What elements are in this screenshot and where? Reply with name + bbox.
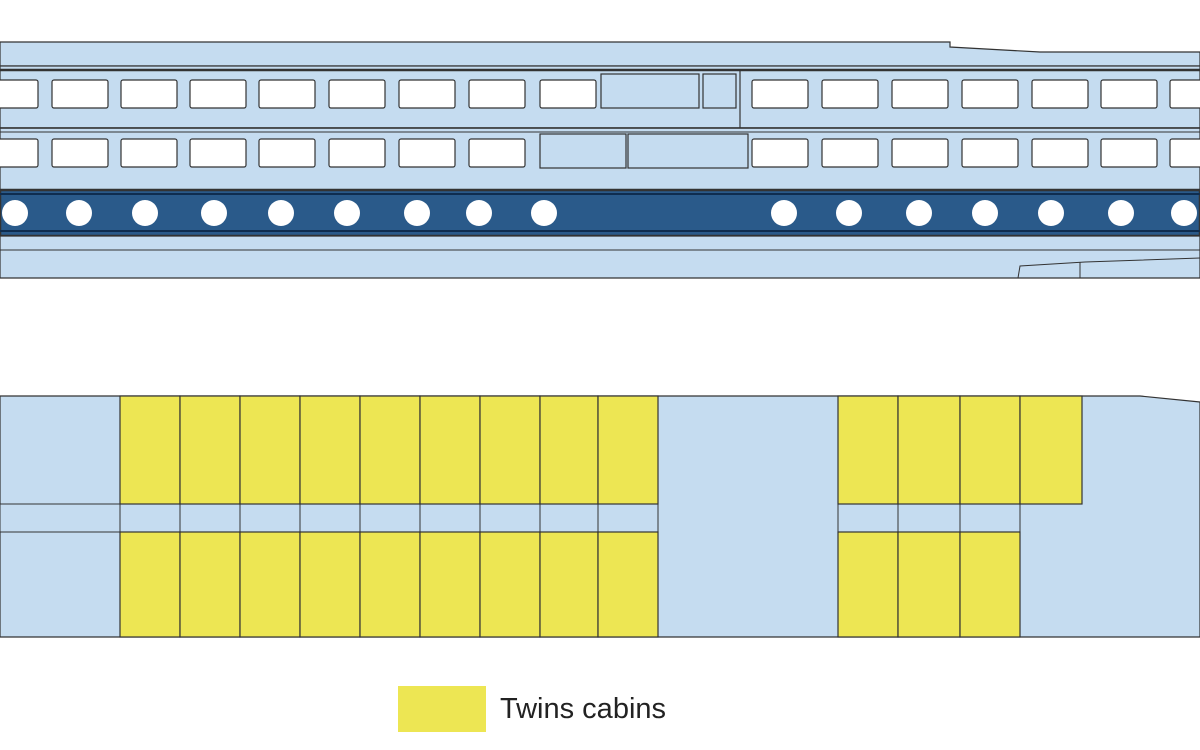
middle-deck-windows — [0, 138, 1200, 168]
upper-panel-left — [600, 73, 700, 109]
middle-window — [0, 138, 39, 168]
middle-window — [51, 138, 109, 168]
cabin-upper-aft — [239, 395, 301, 505]
cabin-upper-aft — [179, 395, 241, 505]
upper-window — [0, 79, 39, 109]
cabin-lower-aft — [179, 531, 241, 638]
legend-swatch-twins — [398, 686, 486, 732]
upper-window — [891, 79, 949, 109]
middle-window — [1031, 138, 1089, 168]
upper-window — [468, 79, 526, 109]
cabin-lower-aft — [299, 531, 361, 638]
upper-deck-windows — [0, 79, 1200, 109]
upper-window — [1100, 79, 1158, 109]
middle-window — [189, 138, 247, 168]
upper-window — [1169, 79, 1200, 109]
corridor-aft — [119, 503, 659, 533]
cabin-upper-aft — [597, 395, 659, 505]
cabin-lower-fwd — [837, 531, 899, 638]
porthole — [268, 200, 294, 226]
porthole — [466, 200, 492, 226]
upper-window — [51, 79, 109, 109]
cabin-upper-aft — [479, 395, 541, 505]
porthole — [201, 200, 227, 226]
upper-deck-panels — [600, 70, 741, 128]
cabin-lower-fwd — [959, 531, 1021, 638]
upper-window — [539, 79, 597, 109]
cabin-lower-aft — [119, 531, 181, 638]
cabin-lower-aft — [479, 531, 541, 638]
porthole — [972, 200, 998, 226]
cabin-upper-aft — [539, 395, 599, 505]
porthole — [404, 200, 430, 226]
upper-panel-right — [702, 73, 737, 109]
middle-window — [961, 138, 1019, 168]
middle-window — [468, 138, 526, 168]
upper-deck — [0, 65, 1200, 129]
middle-window — [328, 138, 386, 168]
middle-window — [751, 138, 809, 168]
upper-roof — [0, 41, 1200, 67]
upper-window — [189, 79, 247, 109]
upper-window — [398, 79, 456, 109]
twin-cabins — [119, 395, 1083, 638]
porthole — [132, 200, 158, 226]
porthole — [334, 200, 360, 226]
porthole — [1108, 200, 1134, 226]
cabin-lower-aft — [419, 531, 481, 638]
upper-window — [961, 79, 1019, 109]
cabin-upper-fwd — [959, 395, 1021, 505]
middle-window — [1169, 138, 1200, 168]
middle-window — [120, 138, 178, 168]
porthole — [836, 200, 862, 226]
cabin-upper-fwd — [837, 395, 899, 505]
cabin-upper-aft — [119, 395, 181, 505]
porthole-row — [2, 200, 1197, 226]
porthole — [1171, 200, 1197, 226]
cabin-lower-aft — [359, 531, 421, 638]
middle-panel-left — [539, 133, 627, 169]
cabin-lower-aft — [539, 531, 599, 638]
corridor-dividers — [179, 504, 1021, 532]
porthole — [531, 200, 557, 226]
cabin-upper-fwd — [897, 395, 961, 505]
upper-window — [120, 79, 178, 109]
legend-label-twins: Twins cabins — [500, 692, 667, 725]
middle-deck-panels — [539, 133, 749, 169]
cabin-upper-fwd — [1019, 395, 1083, 505]
middle-window — [398, 138, 456, 168]
porthole — [771, 200, 797, 226]
upper-window — [821, 79, 879, 109]
cabin-upper-aft — [359, 395, 421, 505]
upper-window — [1031, 79, 1089, 109]
upper-window — [258, 79, 316, 109]
middle-panel-right — [627, 133, 749, 169]
middle-window — [258, 138, 316, 168]
porthole — [66, 200, 92, 226]
cabin-lower-fwd — [897, 531, 961, 638]
middle-window — [1100, 138, 1158, 168]
corridor-fwd — [837, 503, 1021, 533]
lower-hull — [0, 235, 1200, 279]
middle-window — [821, 138, 879, 168]
porthole — [906, 200, 932, 226]
aft-lounge — [0, 503, 121, 533]
middle-window — [891, 138, 949, 168]
porthole — [1038, 200, 1064, 226]
cabin-upper-aft — [299, 395, 361, 505]
cabin-lower-aft — [597, 531, 659, 638]
upper-window — [751, 79, 809, 109]
legend: Twins cabins — [398, 686, 666, 732]
cabin-upper-aft — [419, 395, 481, 505]
cabin-lower-aft — [239, 531, 301, 638]
upper-window — [328, 79, 386, 109]
porthole — [2, 200, 28, 226]
hull-band — [0, 188, 1200, 238]
